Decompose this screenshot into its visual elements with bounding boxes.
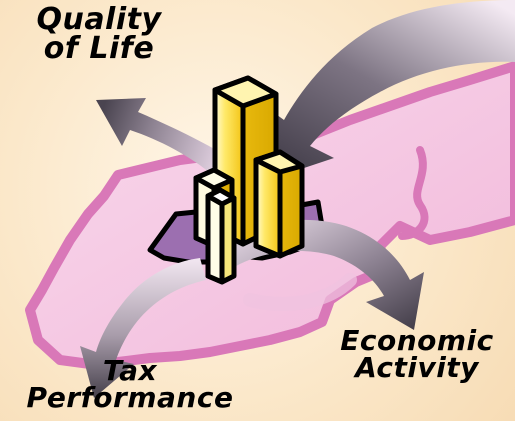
label-tax-line1: Tax [102, 354, 158, 387]
label-tax-performance: Tax Performance [10, 354, 250, 414]
label-economic-line1: Economic [340, 324, 494, 357]
label-quality-of-life: Quality of Life [20, 2, 178, 66]
label-tax-line2: Performance [26, 380, 234, 414]
label-quality-line1: Quality [36, 2, 162, 37]
label-economic-line2: Activity [355, 350, 479, 384]
city-buildings-icon [193, 75, 305, 285]
label-economic-activity: Economic Activity [322, 324, 512, 384]
label-quality-line2: of Life [43, 30, 155, 66]
